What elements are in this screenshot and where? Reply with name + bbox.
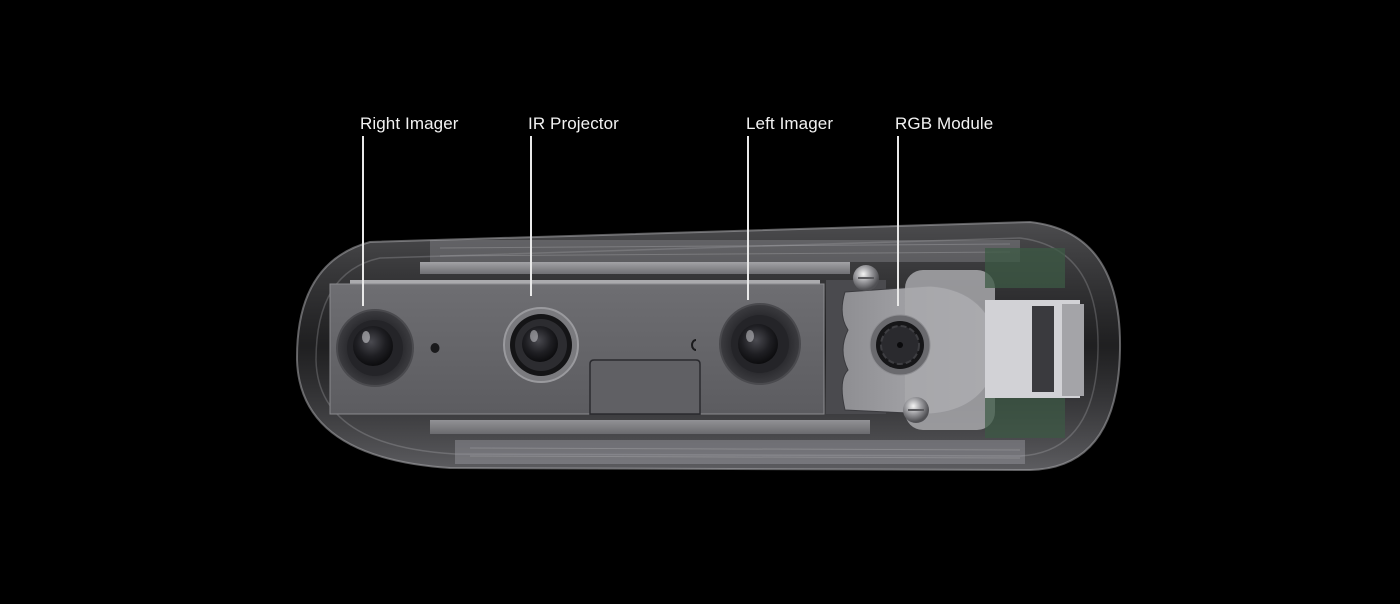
label-rgb-module: RGB Module: [895, 114, 994, 133]
callout-line-right-imager: [362, 136, 364, 306]
callout-line-left-imager: [747, 136, 749, 300]
label-ir-projector: IR Projector: [528, 114, 619, 133]
label-left-imager: Left Imager: [746, 114, 834, 133]
internal-rails: [350, 262, 870, 434]
rgb-module-bracket: [826, 248, 1084, 438]
callout-line-rgb-module: [897, 136, 899, 306]
rgb-module-lens: [869, 314, 931, 376]
ir-projector-lens: [503, 307, 579, 383]
right-imager-lens: [336, 309, 414, 387]
left-imager-lens: [719, 303, 801, 385]
label-right-imager: Right Imager: [360, 114, 459, 133]
callout-line-ir-projector: [530, 136, 532, 296]
